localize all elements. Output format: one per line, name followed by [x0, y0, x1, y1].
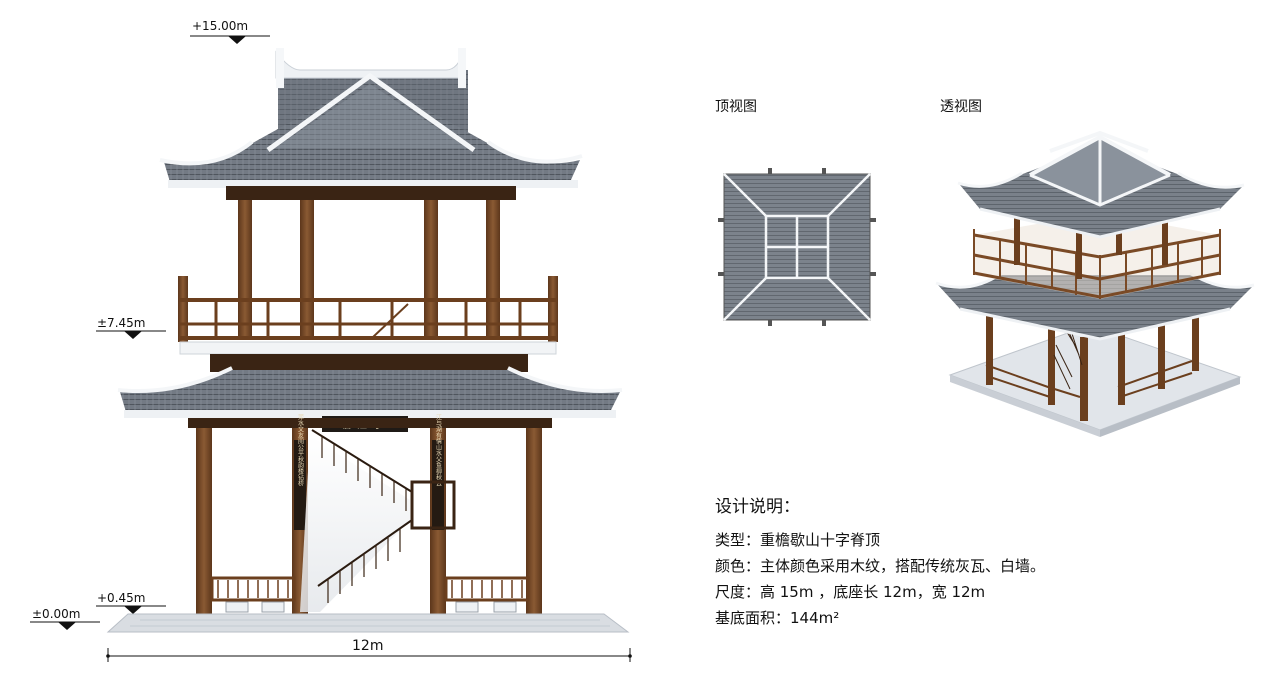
- level-marker-0m: [30, 621, 100, 630]
- top-view-caption: 顶视图: [715, 99, 757, 115]
- couplet-left-board: 萍水文友阅公平秋韵楼钻桥: [294, 413, 306, 530]
- level-label-0-45m: +0.45m: [97, 591, 146, 605]
- bracket-band: [210, 354, 528, 372]
- level-marker-15m: [190, 35, 270, 44]
- base-platform: [106, 613, 630, 633]
- level-label-7-45m: ±7.45m: [97, 316, 146, 330]
- bench-left: [210, 576, 296, 613]
- level-label-0m: ±0.00m: [32, 607, 81, 621]
- design-notes-title: 设计说明：: [715, 497, 800, 517]
- width-dimension-line: [106, 648, 632, 662]
- upper-roof: [159, 72, 583, 188]
- note-type: 类型：重檐歇山十字脊顶: [715, 531, 881, 549]
- bench-right: [444, 576, 530, 613]
- staircase: [300, 429, 456, 612]
- front-elevation-drawing: 临江亭 萍水文友阅公平秋韵楼钻桥 江与湖有情山水父鱼柳秋云: [30, 35, 632, 662]
- note-dimensions: 尺度：高 15m ，底座长 12m，宽 12m: [715, 583, 986, 601]
- note-color: 颜色：主体颜色采用木纹，搭配传统灰瓦、白墙。: [715, 557, 1046, 575]
- width-dimension-label: 12m: [352, 638, 384, 654]
- top-view-drawing: [718, 168, 876, 326]
- level-label-15m: +15.00m: [192, 19, 249, 33]
- lower-roof: [117, 366, 623, 418]
- level-marker-7-45m: [96, 330, 166, 339]
- couplet-right-text: 江与湖有情山水父鱼柳秋云: [435, 414, 442, 487]
- couplet-left-text: 萍水文友阅公平秋韵楼钻桥: [297, 413, 304, 487]
- perspective-view-caption: 透视图: [940, 99, 982, 115]
- balcony-floor-slab: [179, 341, 557, 355]
- balcony-railing: [178, 276, 558, 342]
- design-notes-list: 类型：重檐歇山十字脊顶 颜色：主体颜色采用木纹，搭配传统灰瓦、白墙。 尺度：高 …: [715, 527, 1045, 631]
- note-base-area: 基底面积：144m²: [715, 609, 840, 627]
- perspective-view-drawing: [935, 130, 1255, 437]
- level-marker-0-45m: [96, 605, 166, 614]
- couplet-right-board: 江与湖有情山水父鱼柳秋云: [432, 414, 444, 530]
